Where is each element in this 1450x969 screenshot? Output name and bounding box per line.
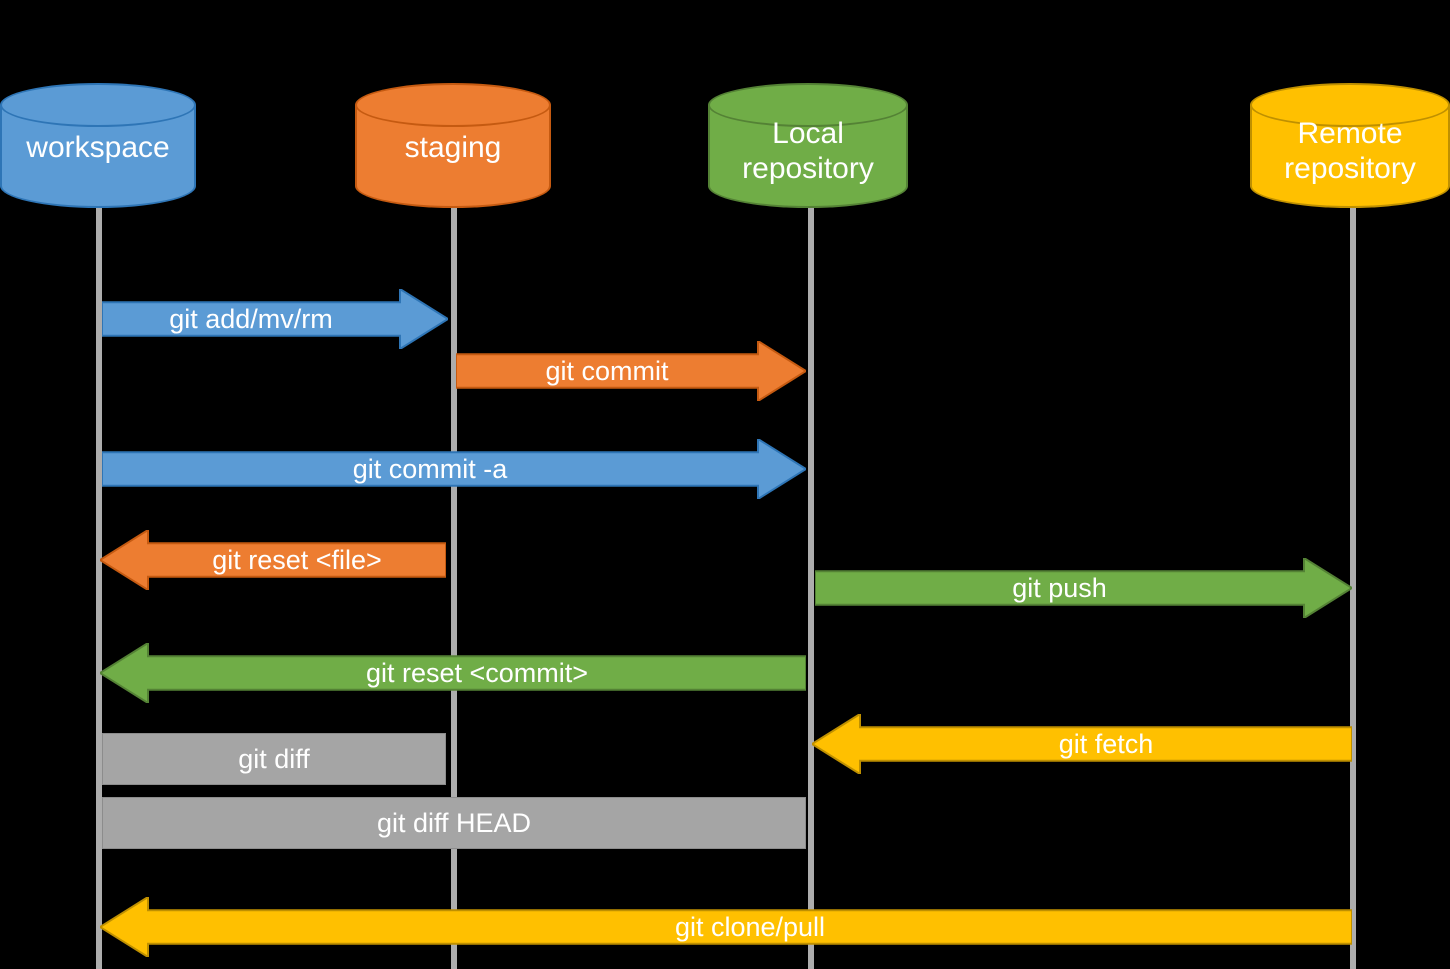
node-label-local: Local repository	[742, 117, 874, 185]
node-label-remote: Remote repository	[1284, 117, 1416, 185]
lifeline-remote	[1350, 205, 1356, 969]
cylinder-top-staging	[355, 83, 551, 127]
node-workspace[interactable]: workspace	[0, 83, 196, 208]
flow-diff-head[interactable]: git diff HEAD	[102, 797, 806, 849]
lifeline-local	[808, 205, 814, 969]
lifeline-staging	[451, 205, 457, 969]
node-staging[interactable]: staging	[355, 83, 551, 208]
node-local[interactable]: Local repository	[708, 83, 908, 208]
node-label-workspace: workspace	[26, 131, 170, 164]
node-label-staging: staging	[404, 131, 502, 164]
flow-push[interactable]: git push	[815, 558, 1352, 618]
flow-commit-a[interactable]: git commit -a	[102, 439, 806, 499]
lifeline-workspace	[96, 205, 102, 969]
cylinder-top-remote	[1250, 83, 1450, 127]
flow-commit[interactable]: git commit	[456, 341, 806, 401]
flow-clone-pull[interactable]: git clone/pull	[100, 897, 1352, 957]
flow-add[interactable]: git add/mv/rm	[102, 289, 448, 349]
flow-label-diff: git diff	[238, 743, 310, 774]
flow-reset-file[interactable]: git reset <file>	[100, 530, 446, 590]
cylinder-top-workspace	[0, 83, 196, 127]
flow-reset-commit[interactable]: git reset <commit>	[100, 643, 806, 703]
cylinder-top-local	[708, 83, 908, 127]
flow-fetch[interactable]: git fetch	[812, 714, 1352, 774]
node-remote[interactable]: Remote repository	[1250, 83, 1450, 208]
flow-diff[interactable]: git diff	[102, 733, 446, 785]
flow-label-diff-head: git diff HEAD	[376, 807, 532, 838]
